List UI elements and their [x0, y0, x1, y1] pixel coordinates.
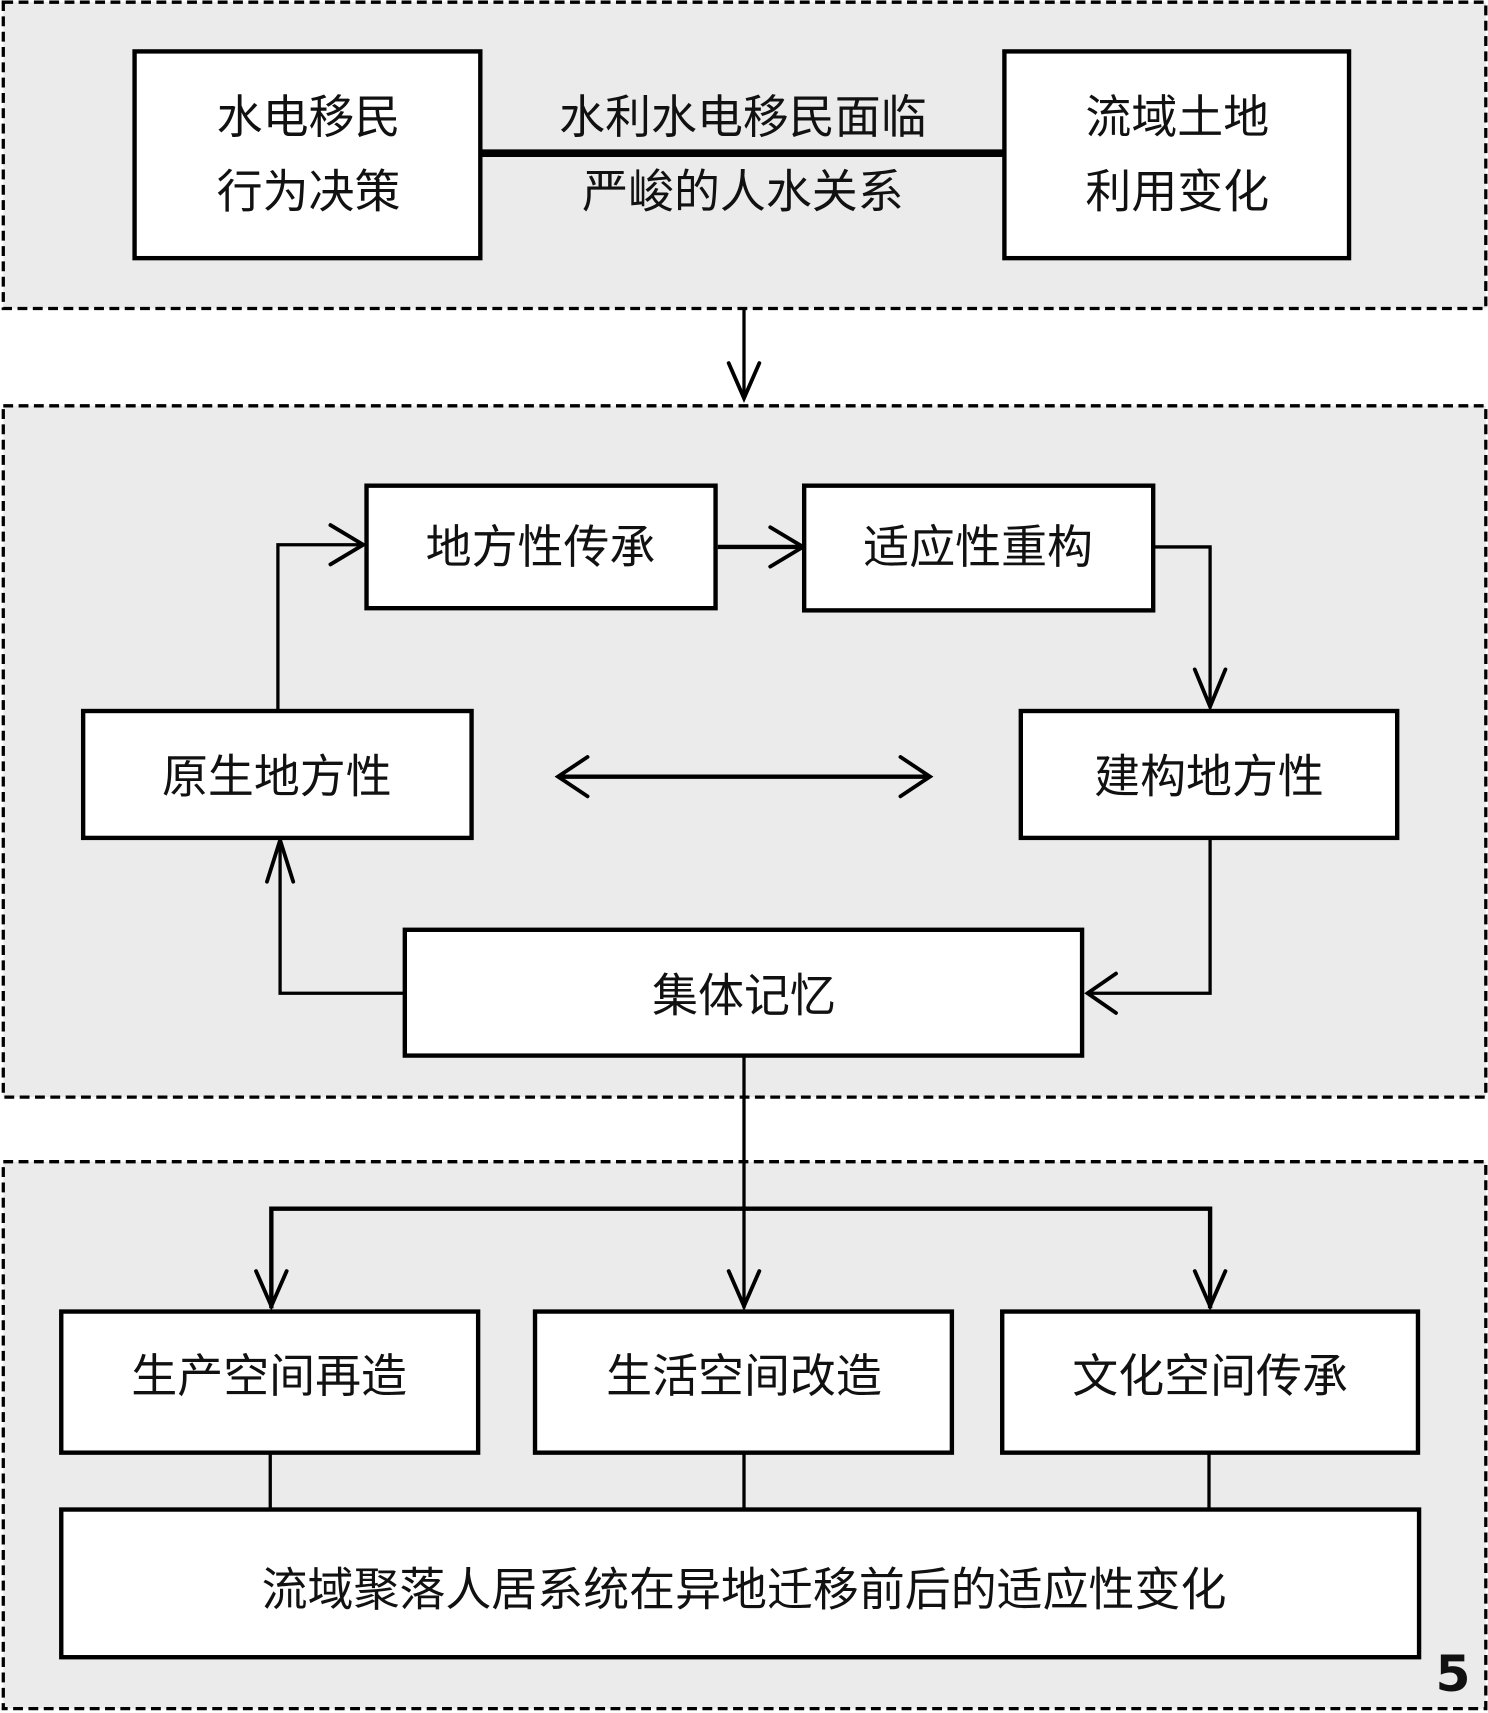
box-constructed-locality [1018, 708, 1400, 841]
box-locality-inheritance-label: 地方性传承 [426, 520, 656, 574]
box-adaptive-reconstruction-label: 适应性重构 [863, 520, 1093, 574]
arrowhead-down-icon [726, 361, 762, 403]
box-native-locality [80, 708, 474, 841]
box-land-use-change-line2: 利用变化 [1085, 164, 1269, 218]
arrowhead-down-icon [1192, 1269, 1228, 1311]
arrowhead-right-icon [898, 755, 934, 799]
box-cultural-space-label: 文化空间传承 [1072, 1349, 1348, 1403]
box-constructed-locality-label: 建构地方性 [1094, 750, 1324, 804]
box-production-space [59, 1309, 481, 1455]
arrowhead-left-icon [1084, 971, 1118, 1015]
connector-constructed-to-memory [1087, 837, 1212, 995]
box-collective-memory [402, 927, 1085, 1058]
connector-branch-bar [269, 1206, 1213, 1309]
arrowhead-down-icon [254, 1269, 289, 1311]
connector-label-line1: 水利水电移民面临 [559, 90, 927, 144]
box-adaptive-change-summary-label: 流域聚落人居系统在异地迁移前后的适应性变化 [262, 1562, 1227, 1616]
connector-memory-to-native [278, 840, 405, 995]
box-migrant-decision-line1: 水电移民 [217, 90, 401, 144]
box-locality-inheritance [364, 483, 718, 611]
box-migrant-decision [132, 49, 483, 261]
arrowhead-down-icon [726, 1269, 762, 1311]
box-cultural-space [1000, 1309, 1421, 1455]
connector-label-line2: 严峻的人水关系 [582, 164, 904, 218]
box-adaptive-change-summary [59, 1507, 1422, 1660]
box-production-space-label: 生产空间再造 [131, 1349, 407, 1403]
arrowhead-right-icon [328, 523, 367, 567]
connector-reconstruction-to-constructed [1153, 545, 1212, 707]
box-land-use-change-line1: 流域土地 [1085, 90, 1269, 144]
figure-number: 5 [1435, 1644, 1470, 1703]
box-adaptive-reconstruction [801, 483, 1156, 613]
box-native-locality-label: 原生地方性 [162, 750, 392, 804]
box-collective-memory-label: 集体记忆 [652, 968, 836, 1022]
box-living-space-label: 生活空间改造 [606, 1349, 882, 1403]
box-migrant-decision-line2: 行为决策 [217, 164, 401, 218]
arrowhead-down-icon [1192, 667, 1228, 712]
box-land-use-change [1002, 49, 1352, 261]
connector-native-to-inheritance [276, 543, 362, 712]
arrowhead-left-icon [554, 755, 590, 799]
box-living-space [532, 1309, 955, 1455]
